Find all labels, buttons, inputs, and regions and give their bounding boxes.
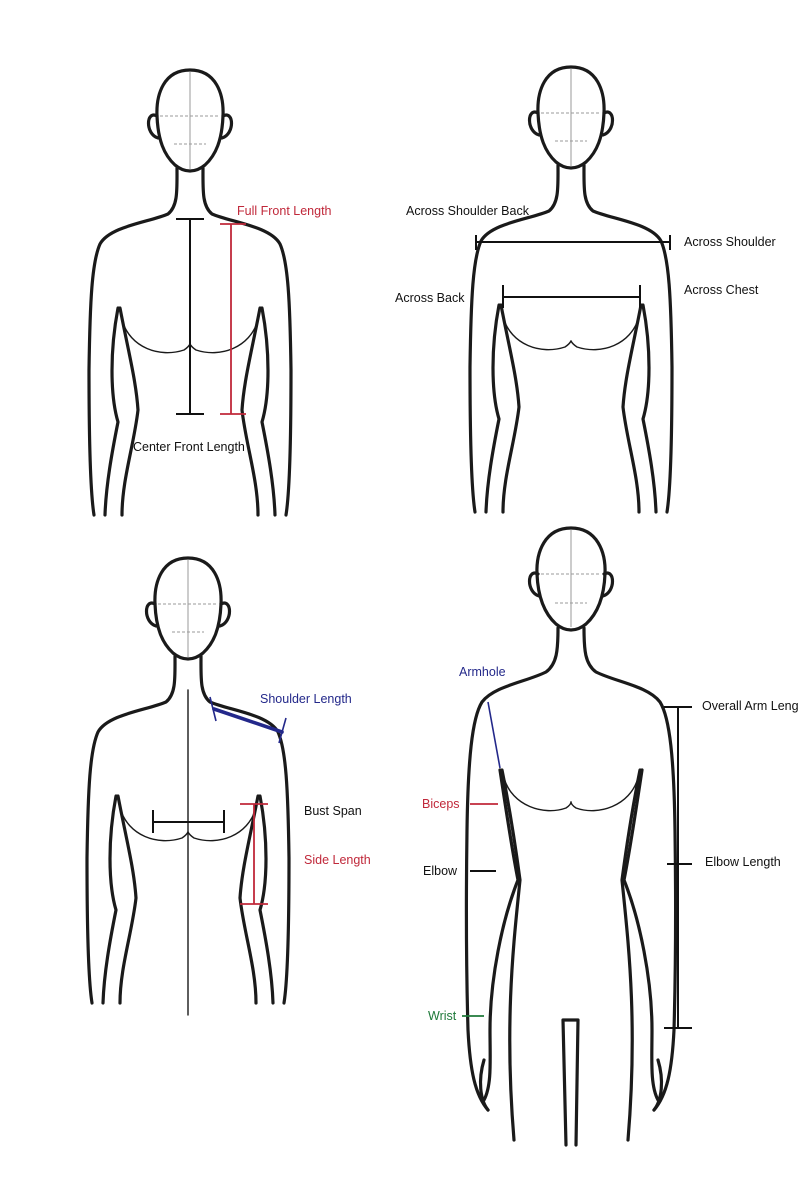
label-center-front-length: Center Front Length (133, 440, 245, 454)
label-biceps: Biceps (422, 797, 460, 811)
label-wrist: Wrist (428, 1009, 457, 1023)
label-across-chest: Across Chest (684, 283, 759, 297)
label-elbow-length: Elbow Length (705, 855, 781, 869)
figure-shoulder-bust-side (85, 556, 291, 1016)
label-side-length: Side Length (304, 853, 371, 867)
label-overall-arm-length: Overall Arm Leng (702, 699, 799, 713)
label-across-back: Across Back (395, 291, 465, 305)
label-armhole: Armhole (459, 665, 506, 679)
label-shoulder-length: Shoulder Length (260, 692, 352, 706)
label-elbow: Elbow (423, 864, 458, 878)
label-across-shoulder: Across Shoulder (684, 235, 776, 249)
figure-arm-measures (462, 526, 692, 1147)
label-bust-span: Bust Span (304, 804, 362, 818)
label-across-shoulder-back: Across Shoulder Back (406, 204, 529, 218)
figure-front-lengths (87, 68, 293, 517)
figure-across-measures (468, 65, 674, 514)
label-full-front-length: Full Front Length (237, 204, 332, 218)
